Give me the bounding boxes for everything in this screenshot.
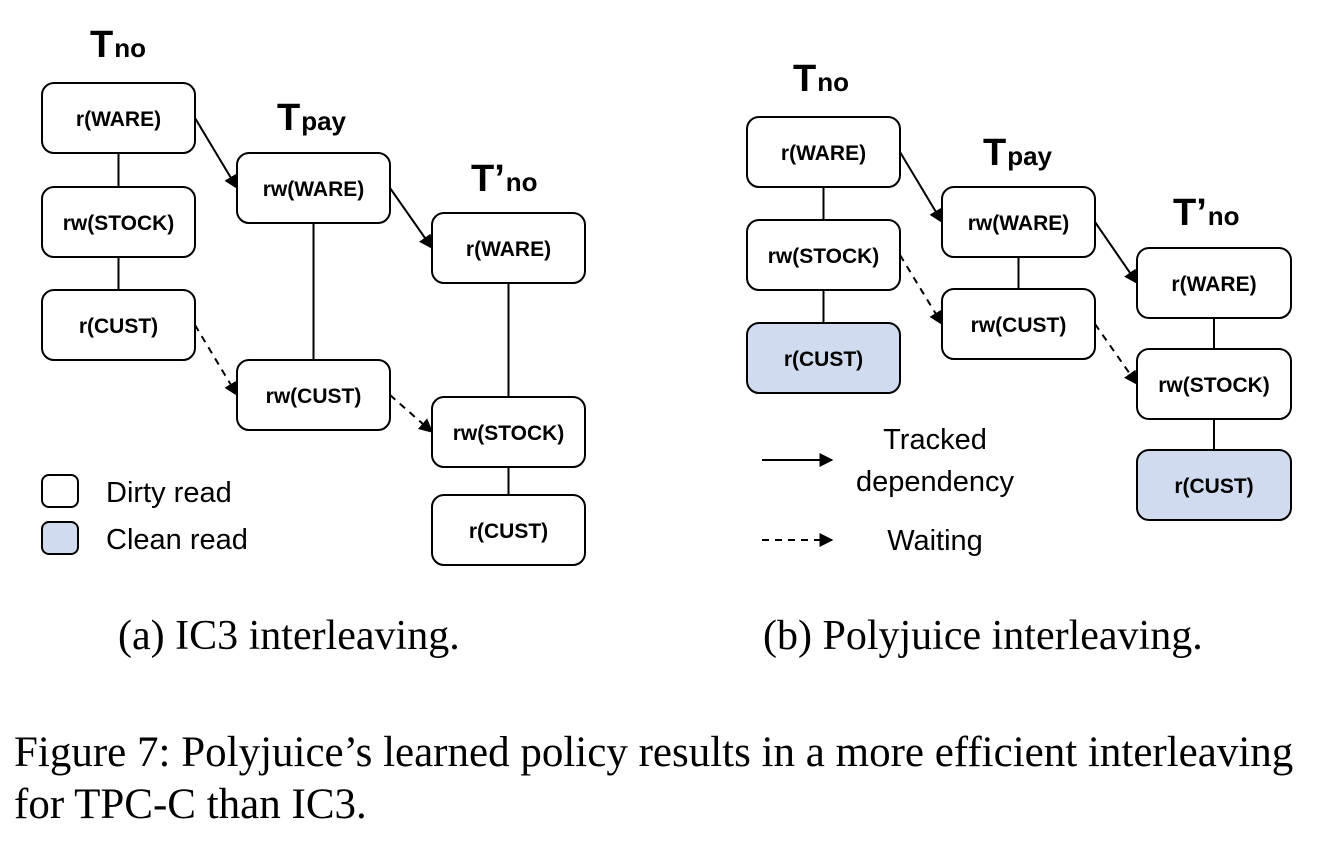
operation-node: rw(WARE) [236, 152, 391, 224]
operation-node: r(CUST) [431, 494, 586, 566]
tracked-dependency-arrow [194, 117, 238, 190]
interleaving-diagram: Tno r(WARE) rw(STOCK) r(CUST) Tpay rw(WARE) rw… [41, 24, 1292, 566]
waiting-arrow [389, 394, 434, 433]
operation-node: rw(STOCK) [431, 396, 586, 468]
legend-edge-label: Tracked [883, 424, 987, 456]
operation-label: r(WARE) [76, 108, 161, 131]
clean-read-box [746, 322, 901, 394]
waiting-arrow [899, 254, 943, 326]
operation-label: rw(WARE) [263, 178, 365, 201]
operation-node: rw(WARE) [941, 186, 1096, 258]
legend-read-label: Clean read [106, 524, 248, 556]
dirty-read-box [236, 152, 391, 224]
operation-label: r(CUST) [469, 520, 548, 543]
dirty-read-box [41, 186, 196, 258]
operation-label: r(CUST) [1174, 475, 1253, 498]
operation-node: r(CUST) [41, 289, 196, 361]
figure-caption: Figure 7: Polyjuice’s learned policy res… [14, 729, 1294, 828]
operation-node: rw(STOCK) [1136, 348, 1292, 420]
operation-label: r(WARE) [781, 142, 866, 165]
caption-a: (a) IC3 interleaving. [118, 613, 460, 659]
clean-read-swatch [41, 521, 79, 555]
operation-label: rw(STOCK) [453, 422, 565, 445]
dirty-read-box [1136, 247, 1292, 319]
transaction-title: Tno [793, 58, 849, 100]
tracked-dependency-arrow [389, 187, 433, 250]
transaction-title: T’no [1173, 192, 1240, 234]
operation-node: rw(CUST) [941, 288, 1096, 360]
transaction-title: Tpay [983, 132, 1053, 174]
operation-node: rw(CUST) [236, 359, 391, 431]
operation-label: r(WARE) [1171, 273, 1256, 296]
tracked-dependency-arrow [1094, 221, 1138, 285]
legend-read-label: Dirty read [106, 477, 232, 509]
dirty-read-box [431, 494, 586, 566]
dirty-read-box [941, 186, 1096, 258]
dirty-read-box [746, 116, 901, 188]
operation-node: r(CUST) [1136, 449, 1292, 521]
operation-node: r(WARE) [431, 212, 586, 284]
operation-label: rw(STOCK) [768, 245, 880, 268]
operation-node: r(WARE) [746, 116, 901, 188]
dirty-read-box [1136, 348, 1292, 420]
clean-read-box [1136, 449, 1292, 521]
operation-node: r(WARE) [1136, 247, 1292, 319]
operation-label: r(CUST) [79, 315, 158, 338]
waiting-arrow [1094, 323, 1138, 386]
legend-edge-label: dependency [856, 466, 1015, 498]
dirty-read-box [41, 289, 196, 361]
operation-node: rw(STOCK) [41, 186, 196, 258]
operation-label: rw(STOCK) [63, 212, 175, 235]
operation-node: rw(STOCK) [746, 219, 901, 291]
operation-label: rw(CUST) [266, 385, 362, 408]
operation-label: rw(CUST) [971, 314, 1067, 337]
dirty-read-box [746, 219, 901, 291]
transaction-title: Tno [90, 24, 146, 66]
operation-label: r(WARE) [466, 238, 551, 261]
operation-label: rw(STOCK) [1158, 374, 1270, 397]
dirty-read-box [431, 396, 586, 468]
operation-node: r(CUST) [746, 322, 901, 394]
waiting-arrow [194, 324, 238, 397]
dirty-read-box [431, 212, 586, 284]
transaction-title: T’no [471, 158, 538, 200]
operation-node: r(WARE) [41, 82, 196, 154]
dirty-read-box [41, 82, 196, 154]
transaction-title: Tpay [277, 97, 347, 139]
dirty-read-box [236, 359, 391, 431]
caption-b: (b) Polyjuice interleaving. [763, 613, 1203, 659]
operation-label: r(CUST) [784, 348, 863, 371]
tracked-dependency-arrow [899, 151, 943, 224]
legend-edge-label: Waiting [887, 525, 983, 557]
dirty-read-box [941, 288, 1096, 360]
dirty-read-swatch [41, 474, 79, 508]
operation-label: rw(WARE) [968, 212, 1070, 235]
